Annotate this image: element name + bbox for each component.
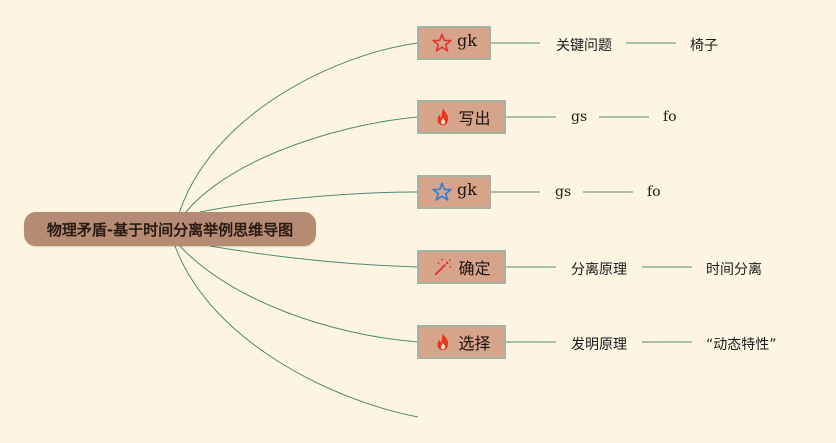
leaf-3-1[interactable]: gs — [555, 184, 572, 200]
connector-root-branch-3 — [199, 191, 419, 213]
fire-icon — [432, 331, 454, 353]
leaf-2-2[interactable]: fo — [663, 109, 677, 125]
connector-root-branch-5 — [179, 245, 419, 343]
leaf-2-1[interactable]: gs — [571, 109, 588, 125]
leaf-4-2[interactable]: 时间分离 — [706, 262, 762, 278]
branch-label-3: gk — [457, 179, 477, 199]
root-title: 物理矛盾-基于时间分离举例思维导图 — [46, 220, 294, 239]
leaf-4-1[interactable]: 分离原理 — [571, 262, 627, 278]
branch-label-5: 选择 — [458, 334, 491, 353]
leaf-1-2[interactable]: 椅子 — [690, 38, 718, 54]
branch-label-1: gk — [457, 30, 477, 50]
branch-node-4[interactable]: 确定 — [417, 250, 506, 284]
connector-root-branch-6 — [174, 245, 419, 418]
branch-label-4: 确定 — [458, 259, 491, 278]
star-outline-blue-icon — [431, 181, 453, 203]
branch-node-5[interactable]: 选择 — [417, 325, 506, 359]
branch-node-1[interactable]: gk — [417, 26, 491, 60]
branch-node-2[interactable]: 写出 — [417, 100, 506, 134]
branch-label-2: 写出 — [458, 109, 491, 128]
connector-root-branch-2 — [174, 116, 419, 229]
fire-icon — [432, 106, 454, 128]
leaf-3-2[interactable]: fo — [647, 184, 661, 200]
connector-root-branch-4 — [209, 245, 419, 268]
connector-root-branch-1 — [174, 42, 419, 229]
leaf-5-2[interactable]: “动态特性” — [706, 337, 777, 353]
branch-node-3[interactable]: gk — [417, 175, 491, 209]
magic-wand-icon — [432, 256, 454, 278]
root-node[interactable]: 物理矛盾-基于时间分离举例思维导图 — [24, 212, 316, 246]
leaf-5-1[interactable]: 发明原理 — [571, 337, 627, 353]
leaf-1-1[interactable]: 关键问题 — [556, 38, 612, 54]
star-outline-red-icon — [431, 32, 453, 54]
